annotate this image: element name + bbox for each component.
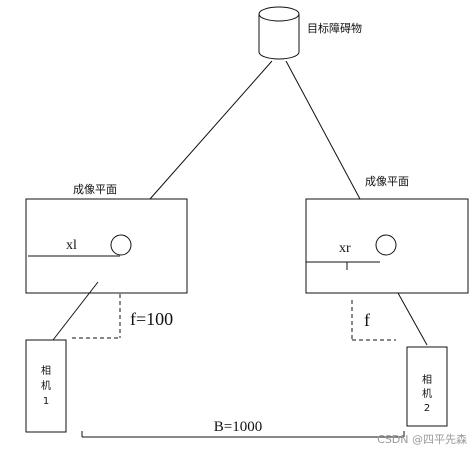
target-label: 目标障碍物 bbox=[307, 21, 362, 35]
camera-1-label-line-2: 机 bbox=[41, 379, 51, 392]
left-point-label: xl bbox=[66, 238, 77, 253]
baseline-label: B=1000 bbox=[214, 419, 262, 435]
left-plane-label: 成像平面 bbox=[73, 183, 117, 196]
left-focal-dashed-guide bbox=[72, 294, 121, 339]
right-ray-upper bbox=[285, 60, 361, 200]
left-ray-upper bbox=[149, 60, 273, 200]
right-plane-label: 成像平面 bbox=[365, 175, 409, 188]
camera-2-label-line-2: 机 bbox=[422, 387, 432, 400]
right-ray-lower bbox=[397, 292, 428, 346]
right-point-label: xr bbox=[339, 241, 351, 256]
right-focal-label: f bbox=[364, 310, 370, 330]
camera-1 bbox=[25, 339, 67, 433]
camera-2-label-line-3: 2 bbox=[424, 403, 430, 414]
right-image-point bbox=[375, 234, 397, 256]
left-imaging-plane bbox=[25, 198, 188, 294]
csdn-watermark: CSDN @四平先森 bbox=[377, 432, 467, 446]
right-imaging-plane bbox=[305, 198, 469, 294]
left-ray-lower bbox=[52, 281, 99, 341]
left-image-point bbox=[110, 234, 132, 256]
camera-1-label-line-1: 相 bbox=[41, 364, 51, 377]
baseline-bracket bbox=[81, 431, 405, 438]
camera-1-label-line-3: 1 bbox=[43, 396, 49, 407]
right-focal-dashed-guide bbox=[351, 300, 396, 341]
target-obstacle-cylinder bbox=[258, 6, 300, 60]
camera-2 bbox=[406, 346, 448, 427]
left-focal-label: f=100 bbox=[130, 309, 173, 329]
camera-2-label-line-1: 相 bbox=[422, 373, 432, 386]
